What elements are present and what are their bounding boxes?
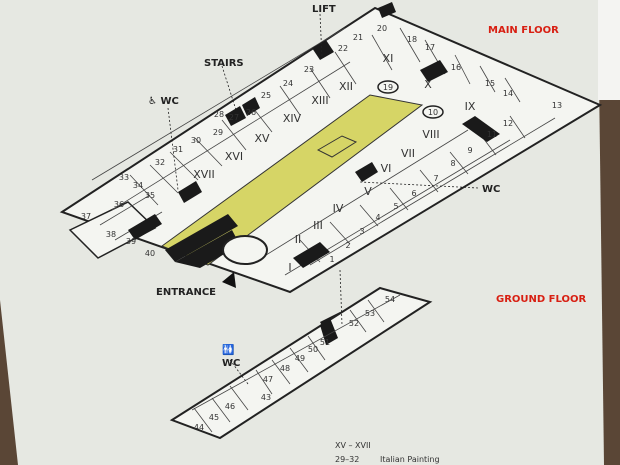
gallery-vii: VII [401,147,415,160]
ground-room-50: 50 [308,345,318,354]
legend-desc-2: Italian Painting [380,455,440,464]
room-12: 12 [503,119,513,128]
room-33: 33 [119,173,129,182]
gallery-xii: XII [339,80,353,93]
gallery-iii: III [313,219,323,232]
ground-room-46: 46 [225,402,235,411]
gallery-viii: VIII [422,128,439,141]
gallery-i: I [288,261,291,274]
ground-room-51: 51 [320,338,330,347]
legend-range-2: 29–32 [335,455,359,464]
lift-label: LIFT [312,4,336,15]
ground-room-44: 44 [194,423,204,432]
ground-room-walls [191,294,401,433]
gallery-x: X [424,78,432,91]
leader-lines [167,13,479,385]
room-4: 4 [375,213,380,222]
gallery-xi: XI [383,52,394,65]
gallery-ii: II [295,233,302,246]
gallery-labels: IIIIIIIVVVIVIIVIIIIXXXIXIIXIIIXIVXVXVIXV… [193,52,476,274]
room-27: 27 [229,113,239,122]
room-34: 34 [133,181,143,190]
ground-room-53: 53 [365,309,375,318]
main-room-labels: 1234567891011121314151617181920212223242… [81,24,562,264]
room-37: 37 [81,212,91,221]
room-24: 24 [283,79,293,88]
room-16: 16 [451,63,461,72]
wc-label-right: WC [482,184,500,195]
ground-floor-label: GROUND FLOOR [496,294,587,305]
entrance-label: ENTRANCE [156,287,216,298]
ground-room-52: 52 [349,319,359,328]
room-35: 35 [145,191,155,200]
room-11: 11 [487,130,497,139]
room-40: 40 [145,249,155,258]
room-5: 5 [393,202,398,211]
gallery-ix: IX [465,100,476,113]
room-29: 29 [213,128,223,137]
room-3: 3 [359,227,364,236]
gallery-v: V [364,185,372,198]
room-14: 14 [503,89,513,98]
wall-background [598,0,620,100]
room-21: 21 [353,33,363,42]
wall-blocks [128,2,500,340]
room-26: 26 [246,108,256,117]
ground-room-43: 43 [261,393,271,402]
room-31: 31 [173,145,183,154]
room-2: 2 [345,241,350,250]
gallery-xvii: XVII [193,168,215,181]
ground-wall-block [320,318,338,345]
room-36: 36 [114,200,124,209]
ground-room-45: 45 [209,413,219,422]
ground-room-48: 48 [280,364,290,373]
room-17: 17 [425,43,435,52]
room-22: 22 [338,44,348,53]
room-20: 20 [377,24,387,33]
legend-range-1: XV – XVII [335,441,371,450]
room-10: 10 [428,108,438,117]
entrance-arrow-icon [222,272,236,288]
wc-icon: 🚻 [222,343,234,356]
wc-label-ground: WC [222,358,240,369]
room-6: 6 [411,189,416,198]
ground-room-49: 49 [295,354,305,363]
room-18: 18 [407,35,417,44]
gallery-iv: IV [333,202,344,215]
room-30: 30 [191,136,201,145]
gallery-xvi: XVI [225,150,243,163]
stairs-label: STAIRS [204,58,244,69]
room-28: 28 [214,110,224,119]
room-7: 7 [433,174,438,183]
gallery-xiii: XIII [311,94,328,107]
room-25: 25 [261,91,271,100]
room-1: 1 [329,255,334,264]
entrance-rotunda [222,235,268,265]
room-23: 23 [304,65,314,74]
room-19: 19 [383,83,393,92]
ground-room-54: 54 [385,295,395,304]
room-8: 8 [450,159,455,168]
room-39: 39 [126,237,136,246]
gallery-xiv: XIV [283,112,302,125]
room-38: 38 [106,230,116,239]
accessible-wc-label: ♿ WC [148,96,179,107]
ground-room-47: 47 [263,375,273,384]
hub-10 [422,105,444,119]
room-13: 13 [552,101,562,110]
central-hall-bench [316,135,358,158]
room-15: 15 [485,79,495,88]
gallery-xv: XV [254,132,270,145]
room-32: 32 [155,158,165,167]
hub-19 [377,80,399,94]
room-9: 9 [467,146,472,155]
main-floor-label: MAIN FLOOR [488,25,559,36]
gallery-vi: VI [381,162,392,175]
